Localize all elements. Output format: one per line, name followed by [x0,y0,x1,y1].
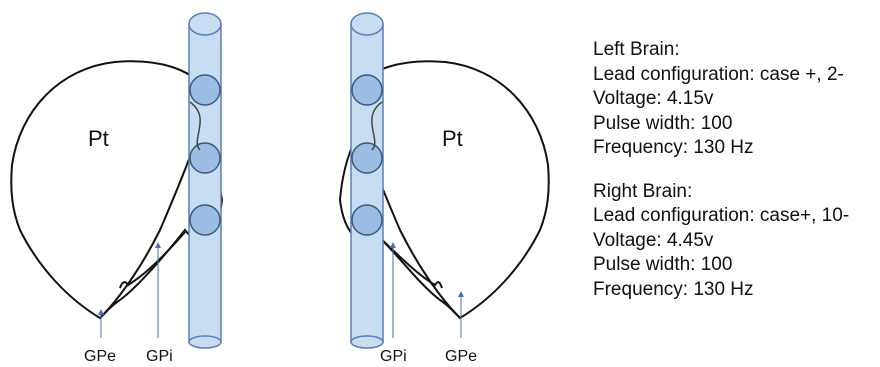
right-hemisphere: Pt GPi GPe [338,12,550,365]
right-gpi-outline [377,235,443,289]
right-brain-title: Right Brain: [593,180,693,202]
right-brain-settings: Right Brain: Lead configuration: case+, … [593,180,878,303]
left-brain-settings: Left Brain: Lead configuration: case +, … [593,38,878,161]
left-putamen-outline [10,60,207,320]
left-lead-configuration: Lead configuration: case +, 2- [593,63,844,85]
left-lead [188,12,222,349]
left-brain-title: Left Brain: [593,39,680,60]
left-region-label: Pt [88,126,109,151]
right-gpe-label: GPe [445,348,477,365]
left-gpi-label: GPi [146,348,173,365]
right-voltage: Voltage: 4.45v [593,229,714,251]
left-pulse-width: Pulse width: 100 [593,112,733,134]
left-contact-1 [189,204,221,236]
right-region-label: Pt [442,126,463,151]
right-putamen-outline [353,60,550,320]
left-contact-2 [189,142,221,174]
right-lead-configuration: Lead configuration: case+, 10- [593,205,850,226]
left-contact-3 [189,74,221,106]
left-gpe-label: GPe [84,348,116,365]
left-frequency: Frequency: 130 Hz [593,137,754,158]
right-lead [350,12,384,349]
right-pulse-width: Pulse width: 100 [593,254,733,275]
left-hemisphere: Pt GPe GPi [10,12,224,365]
stimulation-settings: Left Brain: Lead configuration: case +, … [593,38,878,321]
right-contact-10 [351,142,383,174]
right-contact-11 [351,74,383,106]
right-contact-9 [351,204,383,236]
left-gpi-outline [119,231,186,289]
left-voltage: Voltage: 4.15v [593,88,714,109]
right-frequency: Frequency: 130 Hz [593,278,754,300]
right-gpi-label: GPi [380,348,407,365]
